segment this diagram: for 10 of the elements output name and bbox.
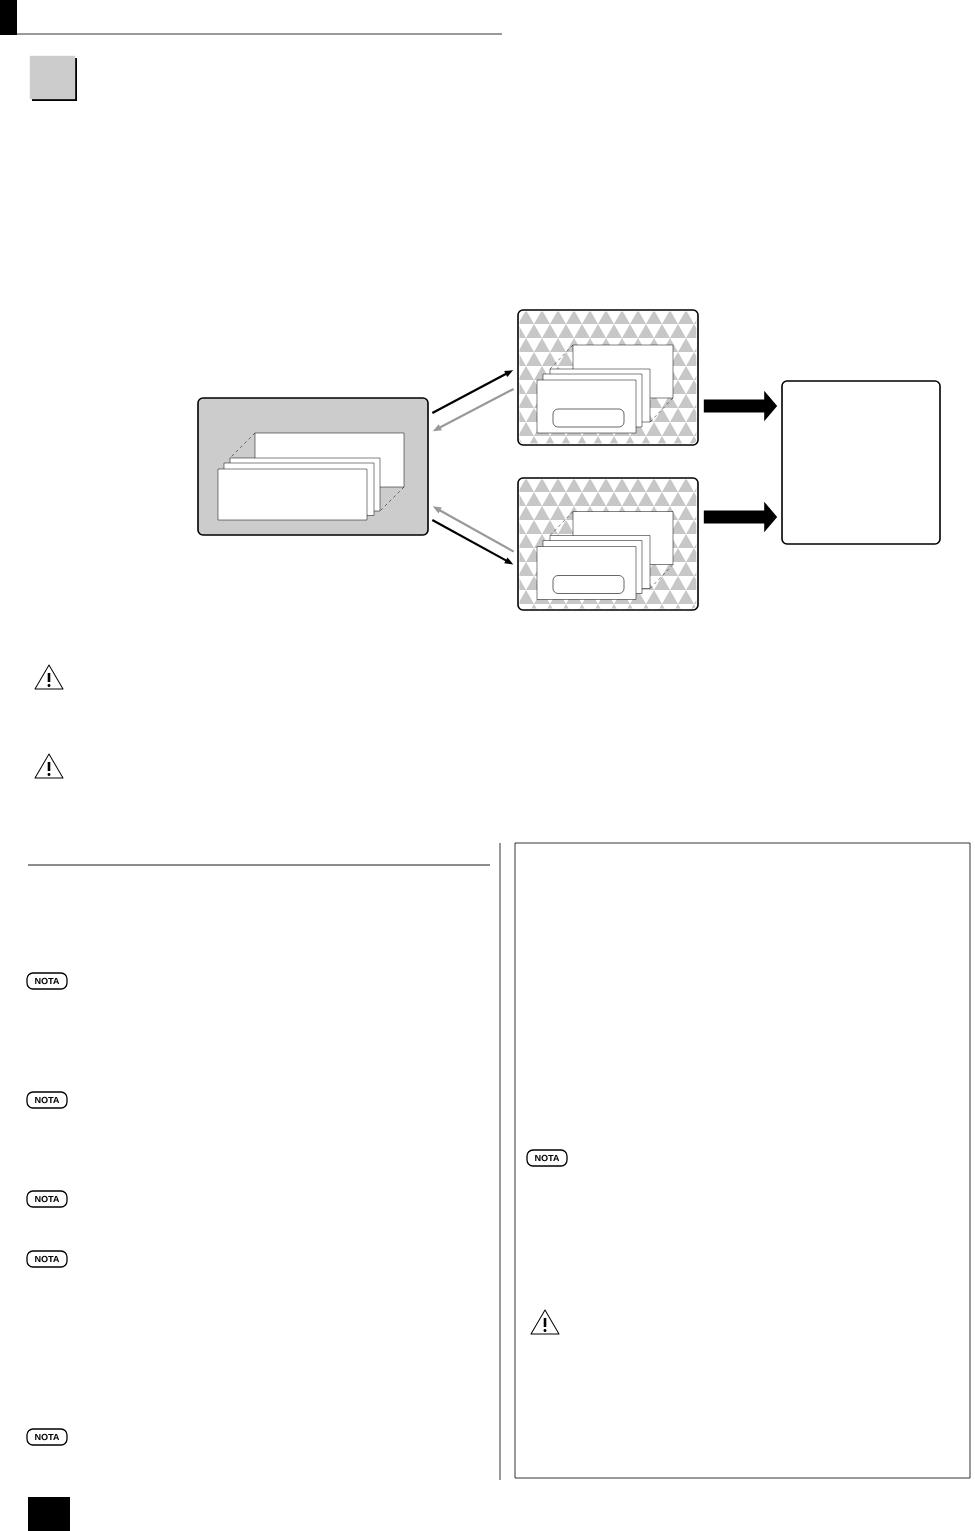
note-badge: NOTA — [526, 1149, 568, 1167]
note-badge: NOTA — [26, 1250, 68, 1268]
note-badge: NOTA — [26, 1091, 68, 1109]
box — [517, 477, 699, 611]
box — [781, 380, 941, 545]
note-badge: NOTA — [26, 972, 68, 990]
box — [197, 397, 429, 536]
box — [517, 309, 699, 446]
note-badge: NOTA — [26, 1190, 68, 1208]
note-badge: NOTA — [26, 1428, 68, 1446]
